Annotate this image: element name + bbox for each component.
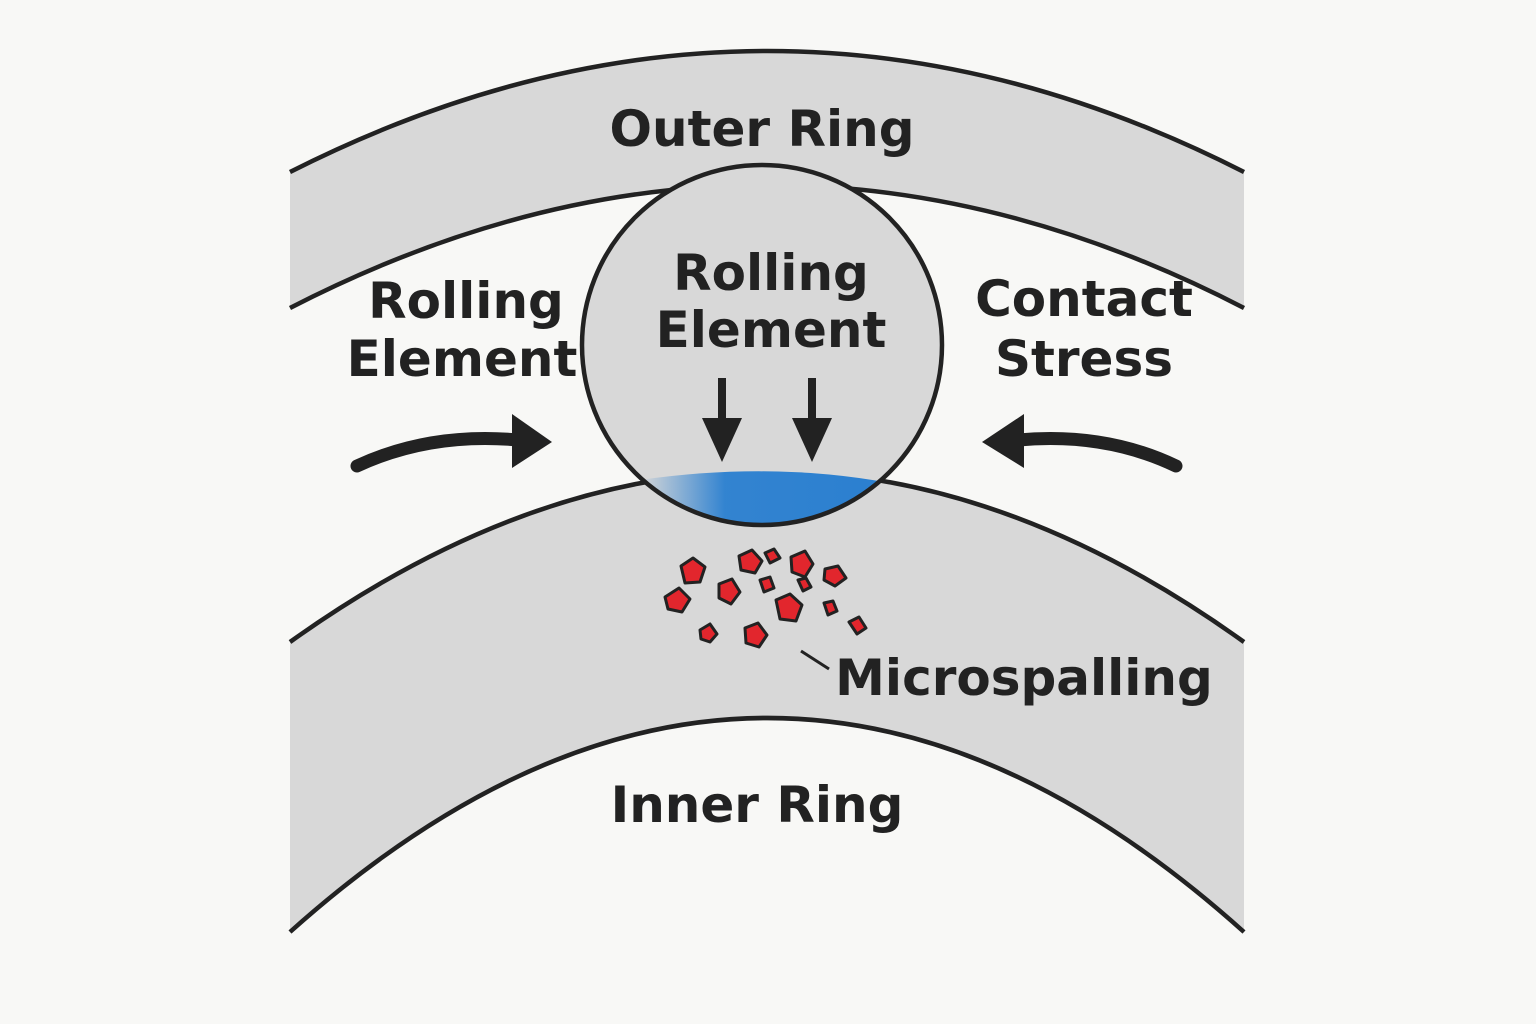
inner-ring-label: Inner Ring	[611, 776, 904, 834]
contact-stress-label-line2: Stress	[995, 330, 1173, 388]
arrow-down-icon	[702, 378, 742, 462]
spall-particle	[774, 592, 804, 623]
spall-particle	[822, 564, 848, 588]
rolling-element-ball	[582, 165, 942, 525]
left-label-line1: Rolling	[368, 272, 564, 330]
ball-label-line1: Rolling	[673, 244, 869, 302]
ball-label-line2: Element	[656, 301, 887, 359]
spall-particle	[847, 615, 868, 636]
outer-ring-outer-edge	[288, 48, 1246, 175]
spall-particle	[796, 576, 813, 593]
spall-particle	[737, 548, 764, 575]
spall-particle	[663, 586, 692, 614]
microspalling-particles	[663, 547, 868, 649]
contact-stress-label-line1: Contact	[975, 270, 1193, 328]
spall-particle	[763, 547, 782, 565]
inner-ring	[290, 471, 1244, 932]
outer-ring-label: Outer Ring	[609, 100, 914, 158]
spall-particle	[717, 577, 742, 606]
spall-particle	[698, 622, 719, 644]
rolling-element-outline	[579, 162, 945, 528]
spall-particle	[789, 549, 815, 579]
spall-particle	[758, 575, 776, 594]
curved-arrow-icon	[350, 414, 552, 473]
spall-particle	[743, 621, 769, 649]
microspalling-leader-line	[800, 649, 830, 671]
spall-particle	[679, 556, 707, 585]
contact-zone	[640, 471, 905, 525]
microspalling-label: Microspalling	[835, 649, 1213, 707]
spall-particle	[822, 599, 839, 617]
arrow-down-icon	[792, 378, 832, 462]
curved-arrow-icon	[982, 414, 1183, 473]
inner-ring-inner-edge	[288, 715, 1246, 934]
left-label-line2: Element	[347, 330, 578, 388]
